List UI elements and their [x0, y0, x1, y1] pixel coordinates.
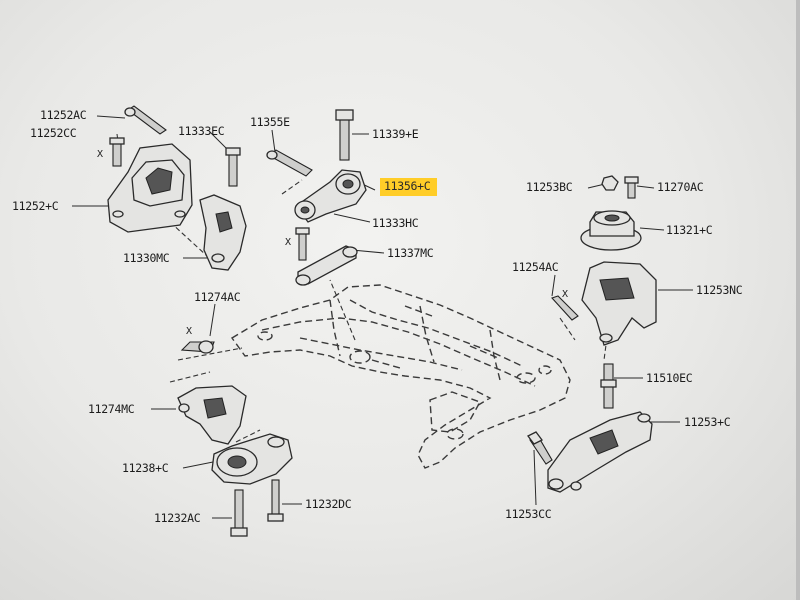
- label-11254AC: 11254AC: [512, 260, 559, 274]
- x-marker: X: [186, 326, 193, 337]
- bolt-11355E: [266, 149, 313, 177]
- label-11252CC: 11252CC: [30, 126, 77, 140]
- bolt-11253CC: [527, 431, 553, 465]
- label-11330MC: 11330MC: [123, 251, 170, 265]
- label-11232AC: 11232AC: [154, 511, 201, 525]
- bracket-11330MC: [199, 194, 247, 271]
- label-11253CC: 11253CC: [505, 507, 552, 521]
- bolt-11252CC: [109, 137, 125, 167]
- x-marker: X: [562, 289, 569, 300]
- bolt-11270AC: [624, 176, 639, 199]
- label-11253C: 11253+C: [684, 415, 731, 429]
- bolt-11339E: [335, 109, 354, 161]
- label-11274MC: 11274MC: [88, 402, 135, 416]
- label-11355E: 11355E: [250, 115, 290, 129]
- monitor-edge: [796, 0, 800, 600]
- label-11253BC: 11253BC: [526, 180, 573, 194]
- label-11253NC: 11253NC: [696, 283, 743, 297]
- mount-11238C: [211, 433, 293, 485]
- label-11356C-highlighted: 11356+C: [380, 178, 438, 196]
- stud-11510EC: [600, 363, 617, 409]
- link-11337MC: [295, 245, 358, 286]
- label-11270AC: 11270AC: [657, 180, 704, 194]
- bracket-11274MC: [177, 385, 247, 445]
- label-11252AC: 11252AC: [40, 108, 87, 122]
- bolt-11252AC: [124, 105, 167, 135]
- label-11232DC: 11232DC: [305, 497, 352, 511]
- bolt-11333HC: [295, 227, 310, 261]
- x-marker: X: [97, 149, 104, 160]
- bolt-11232AC: [230, 489, 248, 537]
- front-subframe: [230, 284, 571, 469]
- x-marker: X: [285, 237, 292, 248]
- mount-11321C: [580, 210, 642, 251]
- bracket-11253NC: [581, 261, 657, 346]
- leader-lines: [72, 115, 693, 519]
- label-11339E: 11339+E: [372, 127, 419, 141]
- torque-rod-11356C: [294, 169, 367, 223]
- label-11337MC: 11337MC: [387, 246, 434, 260]
- label-11510EC: 11510EC: [646, 371, 693, 385]
- label-11333HC: 11333HC: [372, 216, 419, 230]
- label-11238C: 11238+C: [122, 461, 169, 475]
- label-11321C: 11321+C: [666, 223, 713, 237]
- engine-mount-left: [107, 143, 193, 233]
- mount-11253C: [547, 411, 653, 493]
- label-11274AC: 11274AC: [194, 290, 241, 304]
- bolt-11254AC: [551, 295, 579, 321]
- label-11333EC: 11333EC: [178, 124, 225, 138]
- nut-11253BC: [601, 175, 619, 191]
- bolt-11333EC: [225, 147, 241, 187]
- bolt-11232DC: [267, 479, 284, 522]
- bolt-11274AC: [180, 340, 215, 354]
- label-11252C: 11252+C: [12, 199, 59, 213]
